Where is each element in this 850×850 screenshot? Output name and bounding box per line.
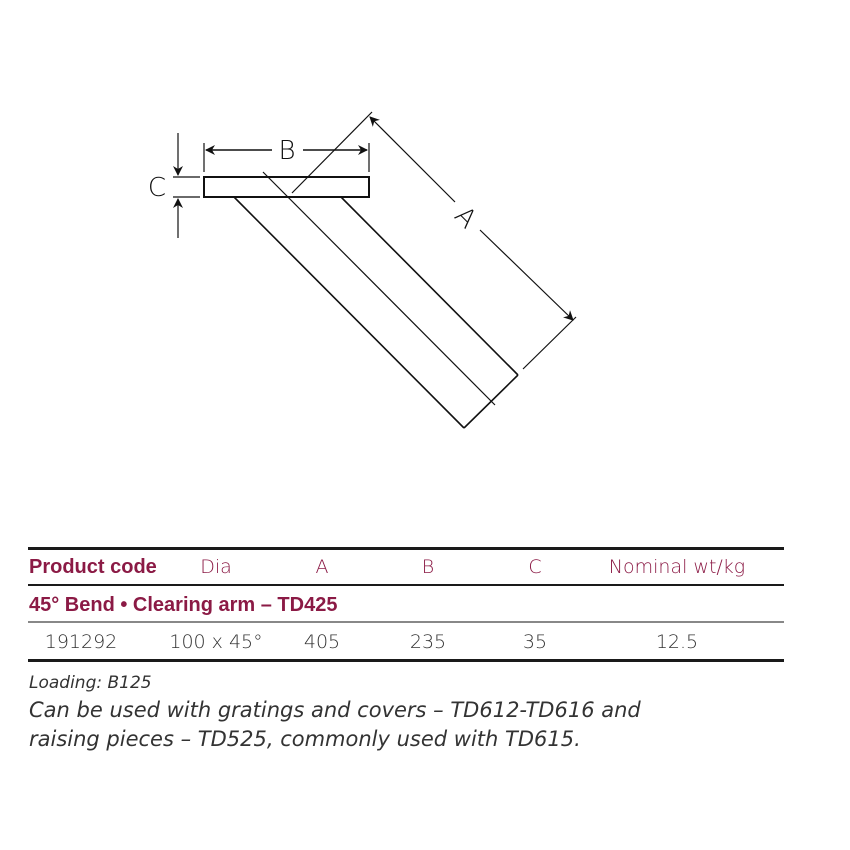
pipe-left-edge — [233, 196, 465, 429]
dim-a-line-1 — [369, 116, 456, 203]
extension-a-bottom — [522, 316, 577, 370]
header-dia: Dia — [200, 556, 232, 578]
header-b: B — [421, 556, 435, 578]
header-product-code: Product code — [29, 556, 157, 578]
cell-c: 35 — [522, 631, 548, 653]
header-rule — [28, 584, 784, 586]
header-a: A — [315, 556, 329, 578]
label-a: A — [448, 201, 482, 235]
dim-a-line-2 — [479, 229, 574, 321]
cell-a: 405 — [303, 631, 341, 653]
table-top-rule — [28, 547, 784, 550]
usage-note-line-1: Can be used with gratings and covers – T… — [29, 698, 641, 722]
cell-dia: 100 x 45° — [169, 631, 263, 653]
usage-note-line-2: raising pieces – TD525, commonly used wi… — [29, 727, 581, 751]
section-title: 45° Bend • Clearing arm – TD425 — [29, 594, 338, 616]
flange-rect — [203, 176, 370, 198]
pipe-right-edge — [340, 196, 519, 376]
section-rule — [28, 621, 784, 623]
technical-drawing: B C A — [148, 111, 577, 429]
loading-note: Loading: B125 — [29, 673, 152, 693]
label-c: C — [148, 173, 166, 203]
extension-a-top — [291, 111, 373, 194]
pipe-centre-line — [262, 171, 496, 406]
table-bottom-rule — [28, 659, 784, 662]
header-nominal-weight: Nominal wt/kg — [608, 556, 746, 578]
cell-nominal-weight: 12.5 — [655, 631, 699, 653]
label-b: B — [278, 136, 295, 166]
header-c: C — [528, 556, 542, 578]
cell-product-code: 191292 — [44, 631, 118, 653]
cell-b: 235 — [409, 631, 447, 653]
